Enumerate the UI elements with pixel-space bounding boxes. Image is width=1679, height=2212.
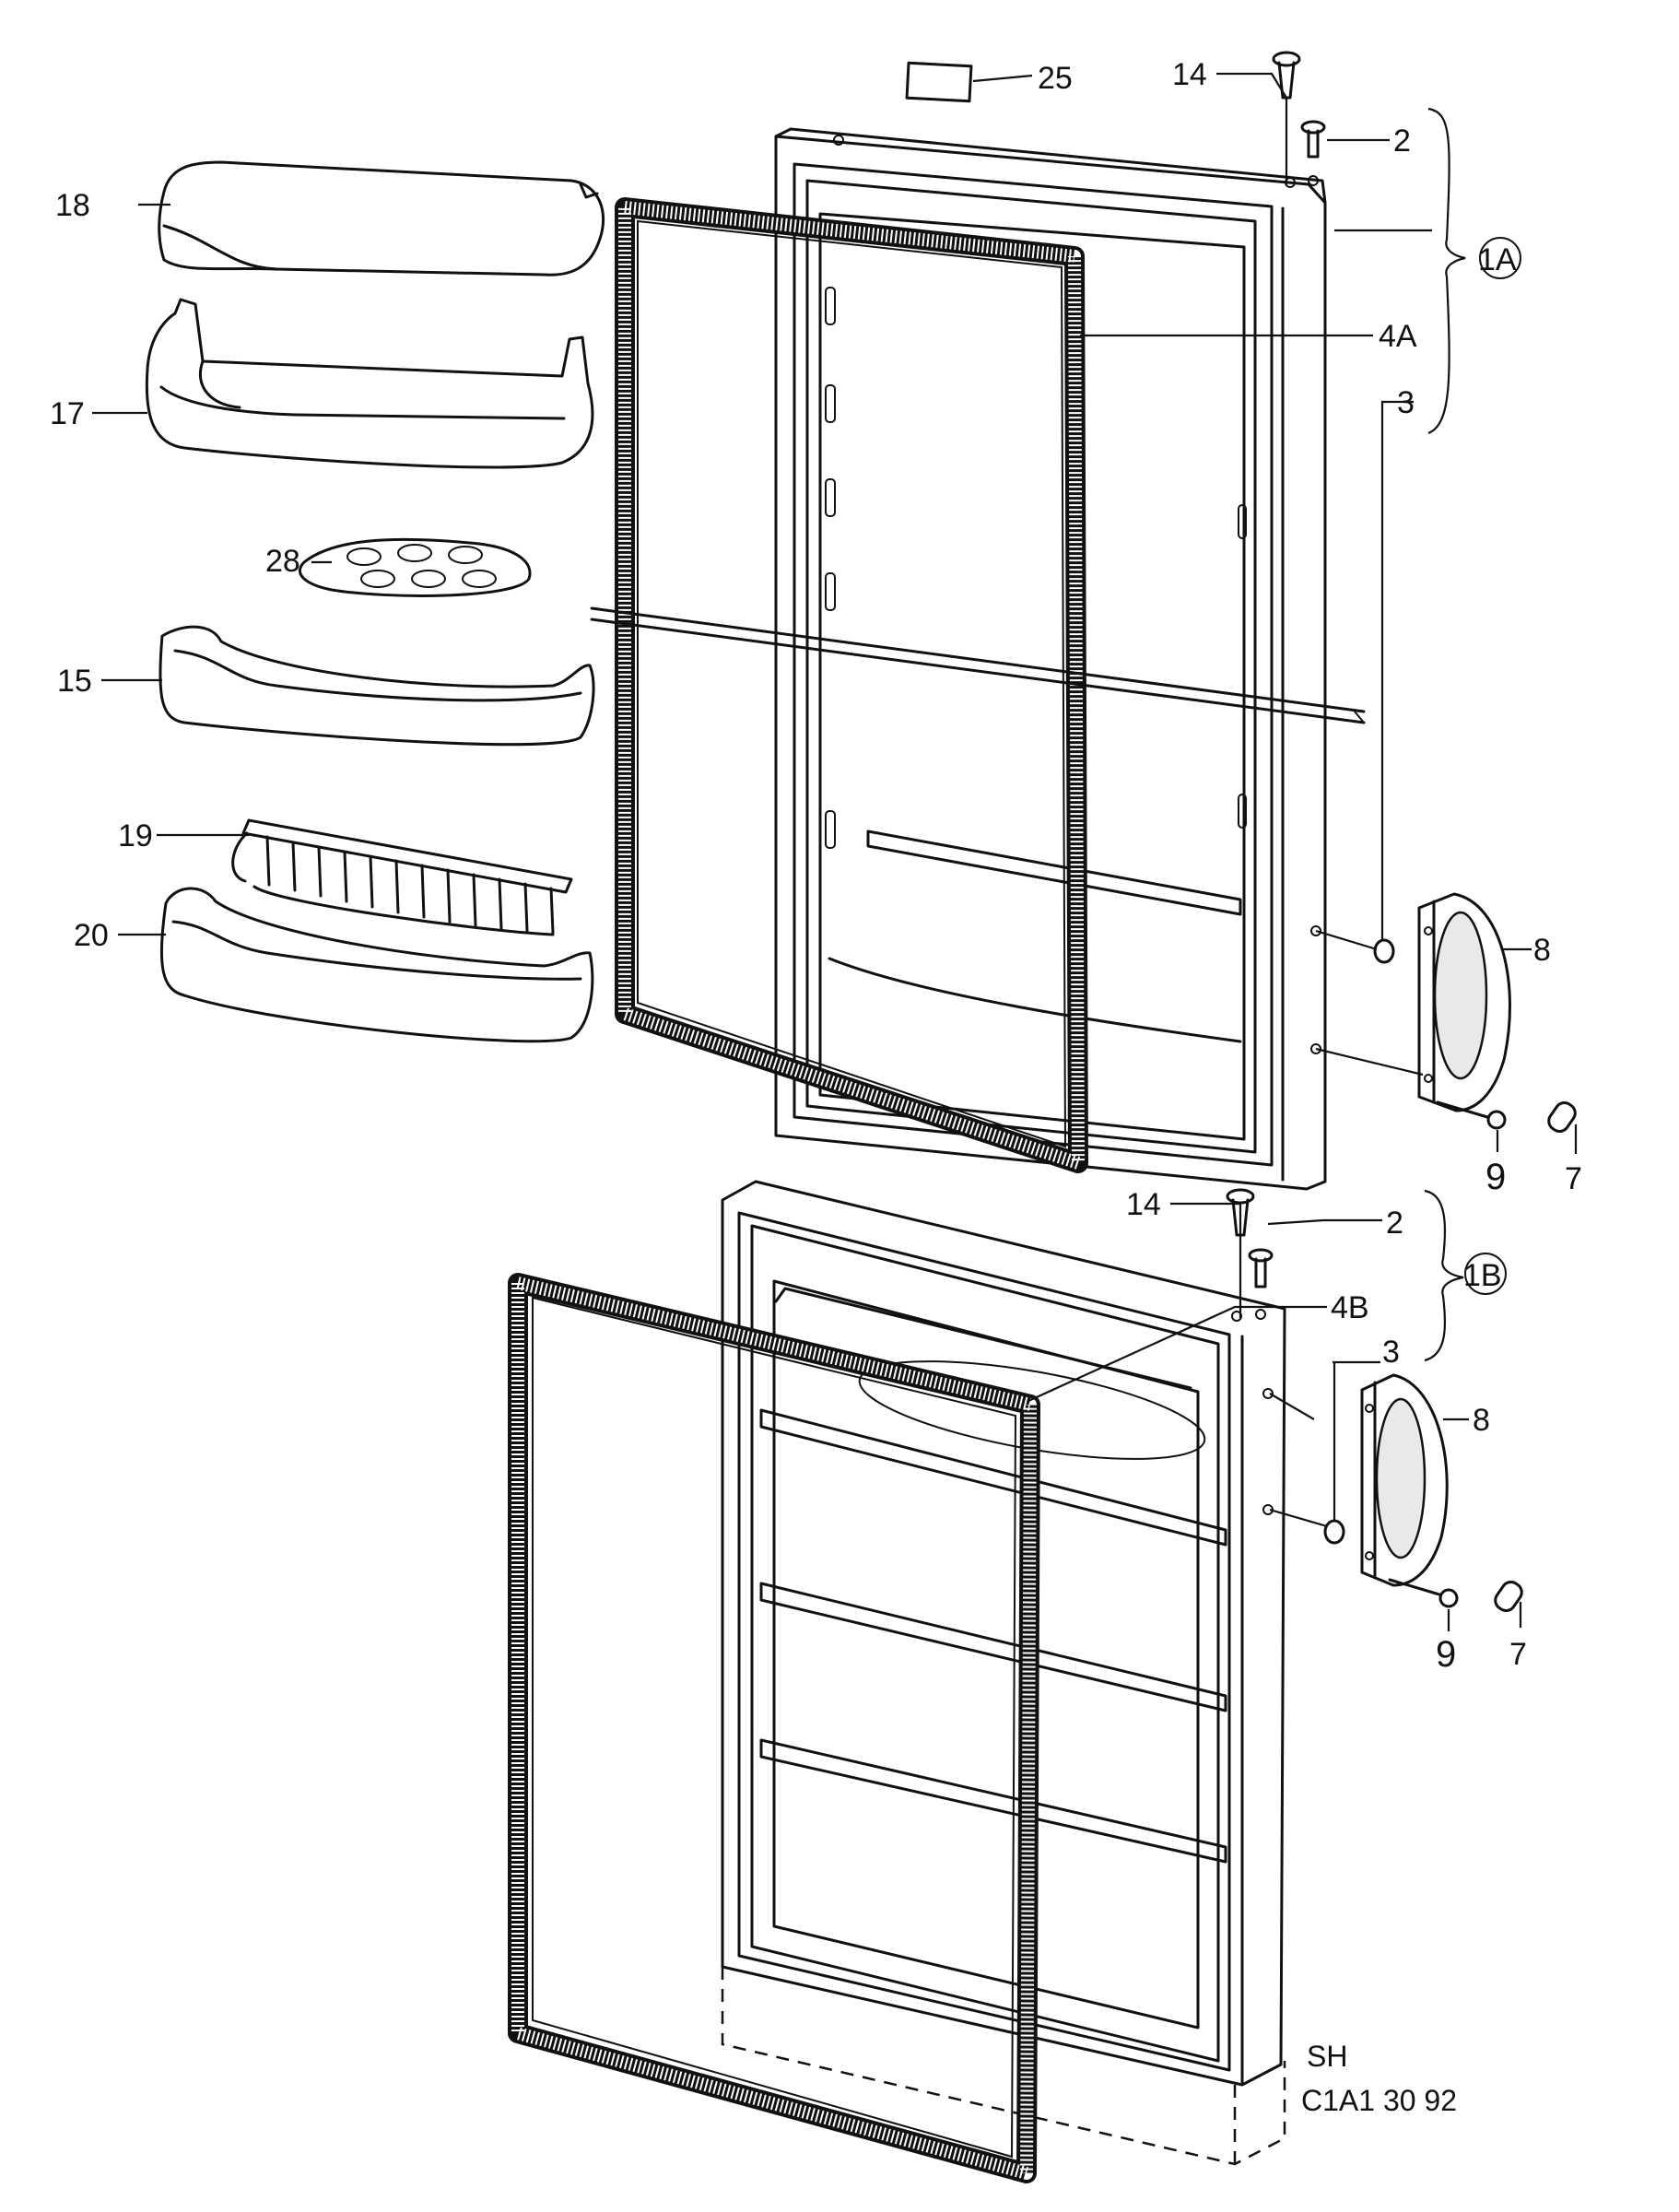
callout-3-top: 3 [1397, 385, 1415, 420]
svg-text:1A: 1A [1478, 242, 1517, 277]
callout-8-bottom: 8 [1473, 1403, 1490, 1438]
callout-1A: 1A [1478, 237, 1521, 279]
callout-7-top: 7 [1565, 1161, 1582, 1196]
part-25-label-plate [905, 61, 973, 103]
callout-labels: 25 14 2 1A 18 4A 17 3 28 15 19 20 8 9 7 … [50, 57, 1582, 1675]
part-15-bottle-rack [159, 625, 595, 747]
callout-8-top: 8 [1533, 933, 1551, 968]
part-18-dairy-cover [158, 160, 605, 276]
part-7-cap-top [1547, 1101, 1577, 1133]
part-8-handle-top [1417, 892, 1511, 1112]
callout-14-bottom: 14 [1126, 1187, 1161, 1222]
part-9-screw-top [1436, 1100, 1507, 1130]
upper-door-shell [774, 127, 1327, 1191]
lower-door-assembly [508, 1180, 1523, 2183]
callout-17: 17 [50, 396, 85, 431]
part-2-screw-top [1300, 120, 1326, 159]
lower-door-gasket-4B [508, 1273, 1040, 2183]
upper-door-gasket-4A [615, 197, 1088, 1173]
callout-20: 20 [74, 918, 109, 953]
upper-axis-line [590, 606, 1366, 724]
part-17-door-shelf [145, 298, 594, 469]
part-19-wire-rack [231, 818, 573, 936]
callout-3-bottom: 3 [1382, 1335, 1400, 1370]
callout-28: 28 [265, 544, 300, 579]
part-3-plug-bottom [1323, 1519, 1345, 1545]
part-2-screw-bottom [1248, 1248, 1274, 1288]
callout-19: 19 [118, 818, 153, 853]
drawing-code-line-1: SH [1307, 2040, 1347, 2073]
callout-2-bottom: 2 [1386, 1206, 1403, 1241]
callout-4A: 4A [1379, 319, 1417, 354]
callout-25: 25 [1038, 61, 1073, 96]
callout-9-bottom: 9 [1436, 1634, 1456, 1675]
upper-door-assembly [590, 51, 1577, 1191]
callout-15: 15 [57, 664, 92, 699]
callout-2-top: 2 [1393, 124, 1411, 159]
callout-4B: 4B [1331, 1290, 1369, 1325]
svg-text:1B: 1B [1463, 1258, 1502, 1293]
part-28-egg-tray [298, 537, 532, 597]
leader-lines [92, 72, 1578, 1631]
lower-door-shell [721, 1180, 1286, 2166]
part-7-cap-bottom [1494, 1581, 1523, 1612]
callout-1B: 1B [1463, 1253, 1507, 1295]
part-14-hinge-pin-top [1272, 51, 1301, 100]
part-20-lower-bin [159, 887, 594, 1043]
callout-9-top: 9 [1485, 1157, 1506, 1197]
part-9-screw-bottom [1388, 1578, 1459, 1608]
drawing-code-line-2: C1A1 30 92 [1301, 2084, 1457, 2117]
callout-18: 18 [55, 188, 90, 223]
part-8-handle-bottom [1360, 1373, 1449, 1587]
part-3-plug-top [1373, 938, 1395, 964]
callout-14-top: 14 [1172, 57, 1207, 92]
drawing-code: SH C1A1 30 92 [1301, 2040, 1457, 2117]
callout-7-bottom: 7 [1509, 1637, 1527, 1672]
